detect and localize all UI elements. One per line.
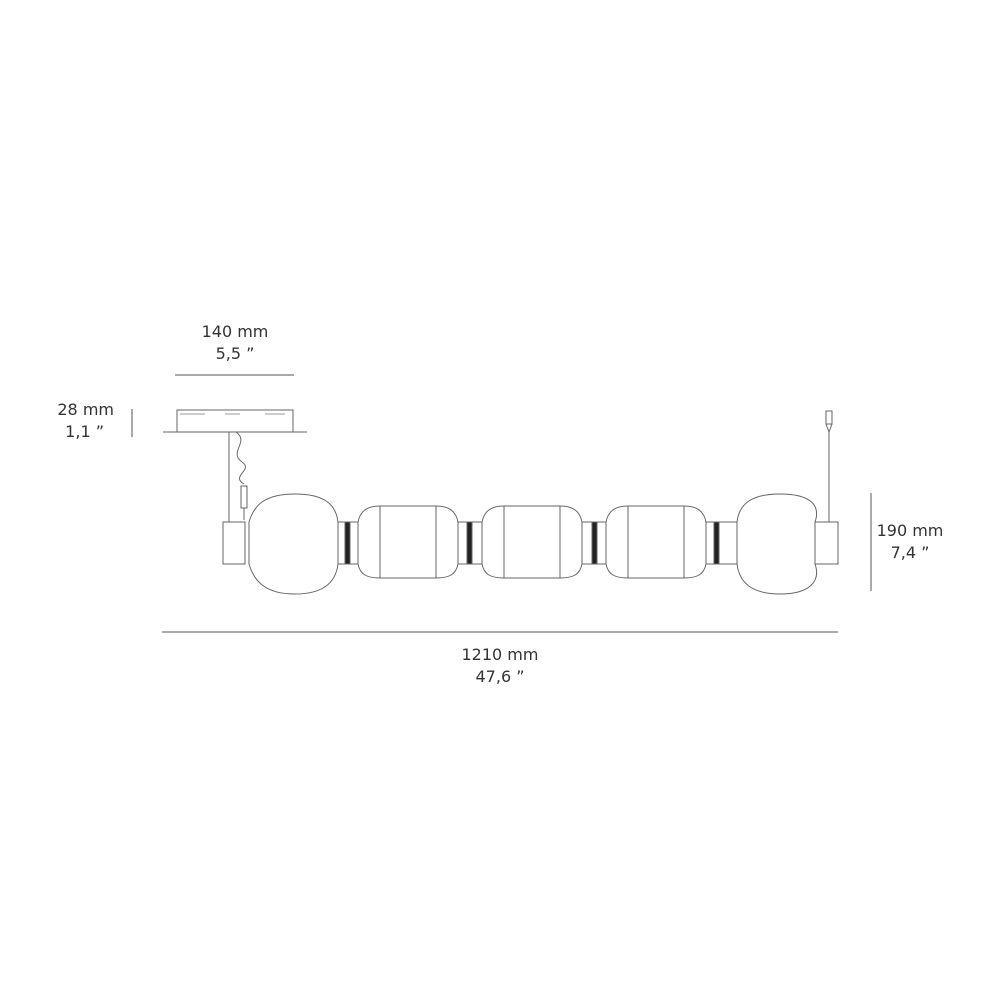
glass-cylinder-1 (357, 505, 459, 579)
connector-3 (581, 521, 607, 565)
body-height-label: 190 mm 7,4 ” (872, 520, 948, 564)
glass-globe-left (248, 493, 339, 595)
body-height-imperial: 7,4 ” (890, 543, 930, 562)
glass-cylinder-3 (605, 505, 707, 579)
total-length-imperial: 47,6 ” (475, 667, 525, 686)
end-cap-right (814, 521, 839, 565)
suspension-cable-right (825, 410, 833, 522)
canopy-height-imperial: 1,1 ” (65, 422, 104, 441)
end-cap-left (222, 521, 246, 565)
canopy-width-label: 140 mm 5,5 ” (175, 321, 295, 365)
body-height-metric: 190 mm (876, 521, 944, 540)
connector-4 (705, 521, 738, 565)
glass-globe-right (736, 493, 817, 595)
connector-1 (337, 521, 359, 565)
canopy-width-metric: 140 mm (201, 322, 269, 341)
total-length-metric: 1210 mm (461, 645, 539, 664)
connector-2 (457, 521, 483, 565)
glass-cylinder-2 (481, 505, 583, 579)
canopy-height-metric: 28 mm (57, 400, 114, 419)
canopy-height-label: 28 mm 1,1 ” (30, 399, 114, 443)
canopy-width-imperial: 5,5 ” (215, 344, 255, 363)
total-length-label: 1210 mm 47,6 ” (440, 644, 560, 688)
power-cord (235, 431, 248, 520)
ceiling-canopy (163, 409, 307, 433)
